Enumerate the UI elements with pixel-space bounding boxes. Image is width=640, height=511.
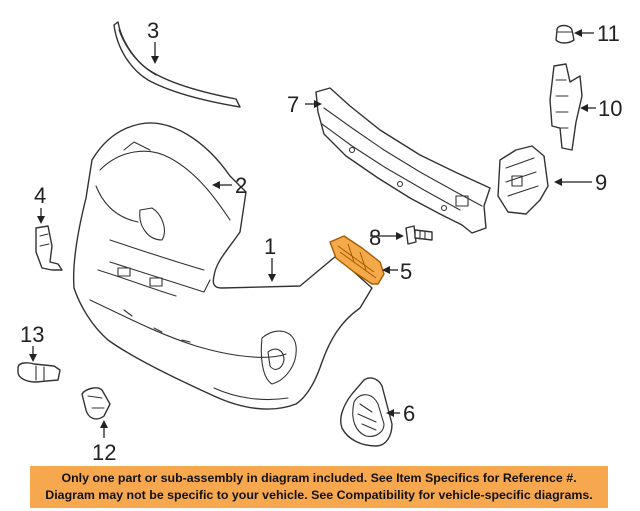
part-9-retainer <box>497 145 549 215</box>
leader-lines <box>29 29 596 438</box>
callout-8: 8 <box>369 225 381 250</box>
callout-12: 12 <box>92 440 116 465</box>
callout-9: 9 <box>595 170 607 195</box>
callout-11: 11 <box>597 21 620 46</box>
callout-2: 2 <box>235 173 247 198</box>
disclaimer-line-1: Only one part or sub-assembly in diagram… <box>61 471 577 485</box>
part-13-clip <box>17 362 61 383</box>
part-4-bracket <box>35 225 63 271</box>
part-11-clip <box>555 24 575 44</box>
part-12-sensor <box>81 387 111 420</box>
callout-1: 1 <box>264 234 276 259</box>
disclaimer-banner: Only one part or sub-assembly in diagram… <box>30 466 608 508</box>
part-6-fog-bezel <box>340 377 393 447</box>
callout-3: 3 <box>147 18 159 43</box>
part-8-bolt <box>405 225 433 245</box>
part-5-bracket-highlighted <box>329 235 385 285</box>
callout-6: 6 <box>403 401 415 426</box>
callout-5: 5 <box>400 259 412 284</box>
callout-7: 7 <box>287 92 299 117</box>
part-3-molding <box>113 21 241 108</box>
disclaimer-line-2: Diagram may not be specific to your vehi… <box>45 488 593 502</box>
callout-10: 10 <box>598 96 622 121</box>
part-7-reinforcement <box>315 87 491 234</box>
part-1-bumper-cover <box>72 122 373 410</box>
callout-4: 4 <box>34 183 46 208</box>
callout-13: 13 <box>20 322 44 347</box>
part-10-bracket <box>549 63 583 151</box>
